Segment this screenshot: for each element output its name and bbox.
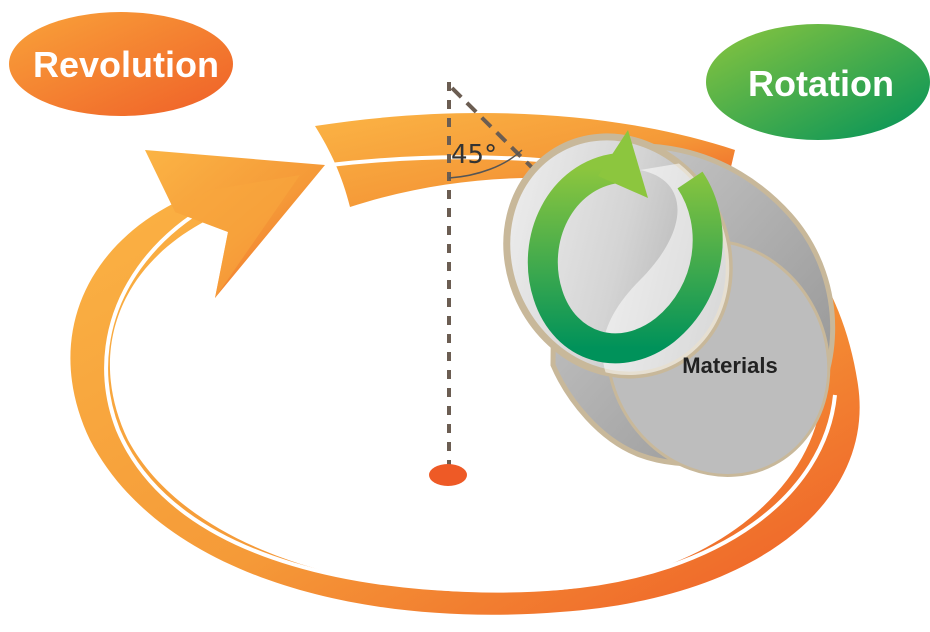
rotation-label: Rotation	[748, 63, 894, 104]
revolution-badge: Revolution	[9, 12, 233, 116]
revolution-groove	[104, 165, 837, 593]
center-point-icon	[429, 464, 467, 486]
rotation-arrow-icon	[527, 130, 723, 364]
rotation-badge: Rotation	[706, 24, 930, 140]
angle-arc	[448, 149, 523, 179]
revolution-label: Revolution	[33, 44, 219, 85]
angle-label: 45°	[451, 140, 497, 170]
rotation-arrow-head	[598, 130, 648, 198]
rotation-arrow-ring	[527, 153, 723, 364]
materials-label: Materials	[682, 353, 777, 378]
revolution-arrow-icon-inner	[175, 175, 300, 298]
